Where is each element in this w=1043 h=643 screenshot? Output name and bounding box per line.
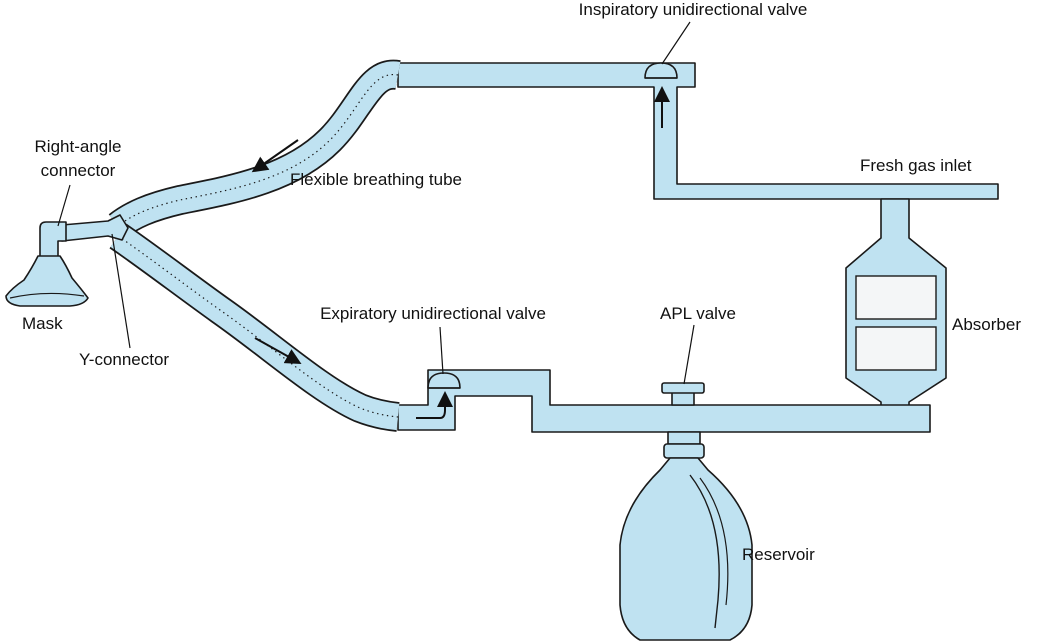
label-flexible-tube: Flexible breathing tube bbox=[290, 170, 462, 189]
flexible-tube-lower bbox=[109, 223, 400, 432]
right-angle-connector bbox=[39, 221, 67, 259]
apl-valve bbox=[661, 382, 705, 406]
label-mask: Mask bbox=[22, 314, 63, 333]
face-mask bbox=[5, 255, 89, 307]
inspiratory-limb bbox=[397, 62, 999, 200]
label-reservoir: Reservoir bbox=[742, 545, 815, 564]
expiratory-valve bbox=[416, 372, 461, 419]
absorber-canister bbox=[845, 198, 947, 411]
upper-tube-flow-arrow bbox=[251, 139, 299, 173]
expiratory-limb bbox=[397, 369, 931, 433]
leader-lines bbox=[57, 21, 695, 385]
flexible-tube-upper bbox=[108, 59, 401, 239]
label-y-connector: Y-connector bbox=[79, 350, 169, 369]
label-expiratory-valve: Expiratory unidirectional valve bbox=[320, 304, 546, 323]
label-right-angle-connector-2: connector bbox=[41, 161, 116, 180]
label-absorber: Absorber bbox=[952, 315, 1021, 334]
y-connector bbox=[61, 214, 129, 242]
label-right-angle-connector-1: Right-angle bbox=[35, 137, 122, 156]
absorbent-granules-upper bbox=[855, 275, 937, 320]
inspiratory-valve bbox=[644, 62, 678, 128]
expiratory-flow-arrow bbox=[416, 391, 453, 419]
label-inspiratory-valve: Inspiratory unidirectional valve bbox=[579, 0, 808, 19]
label-apl-valve: APL valve bbox=[660, 304, 736, 323]
lower-tube-flow-arrow bbox=[254, 337, 302, 364]
label-fresh-gas-inlet: Fresh gas inlet bbox=[860, 156, 972, 175]
absorbent-granules-lower bbox=[855, 326, 937, 371]
reservoir-bag bbox=[619, 431, 753, 641]
